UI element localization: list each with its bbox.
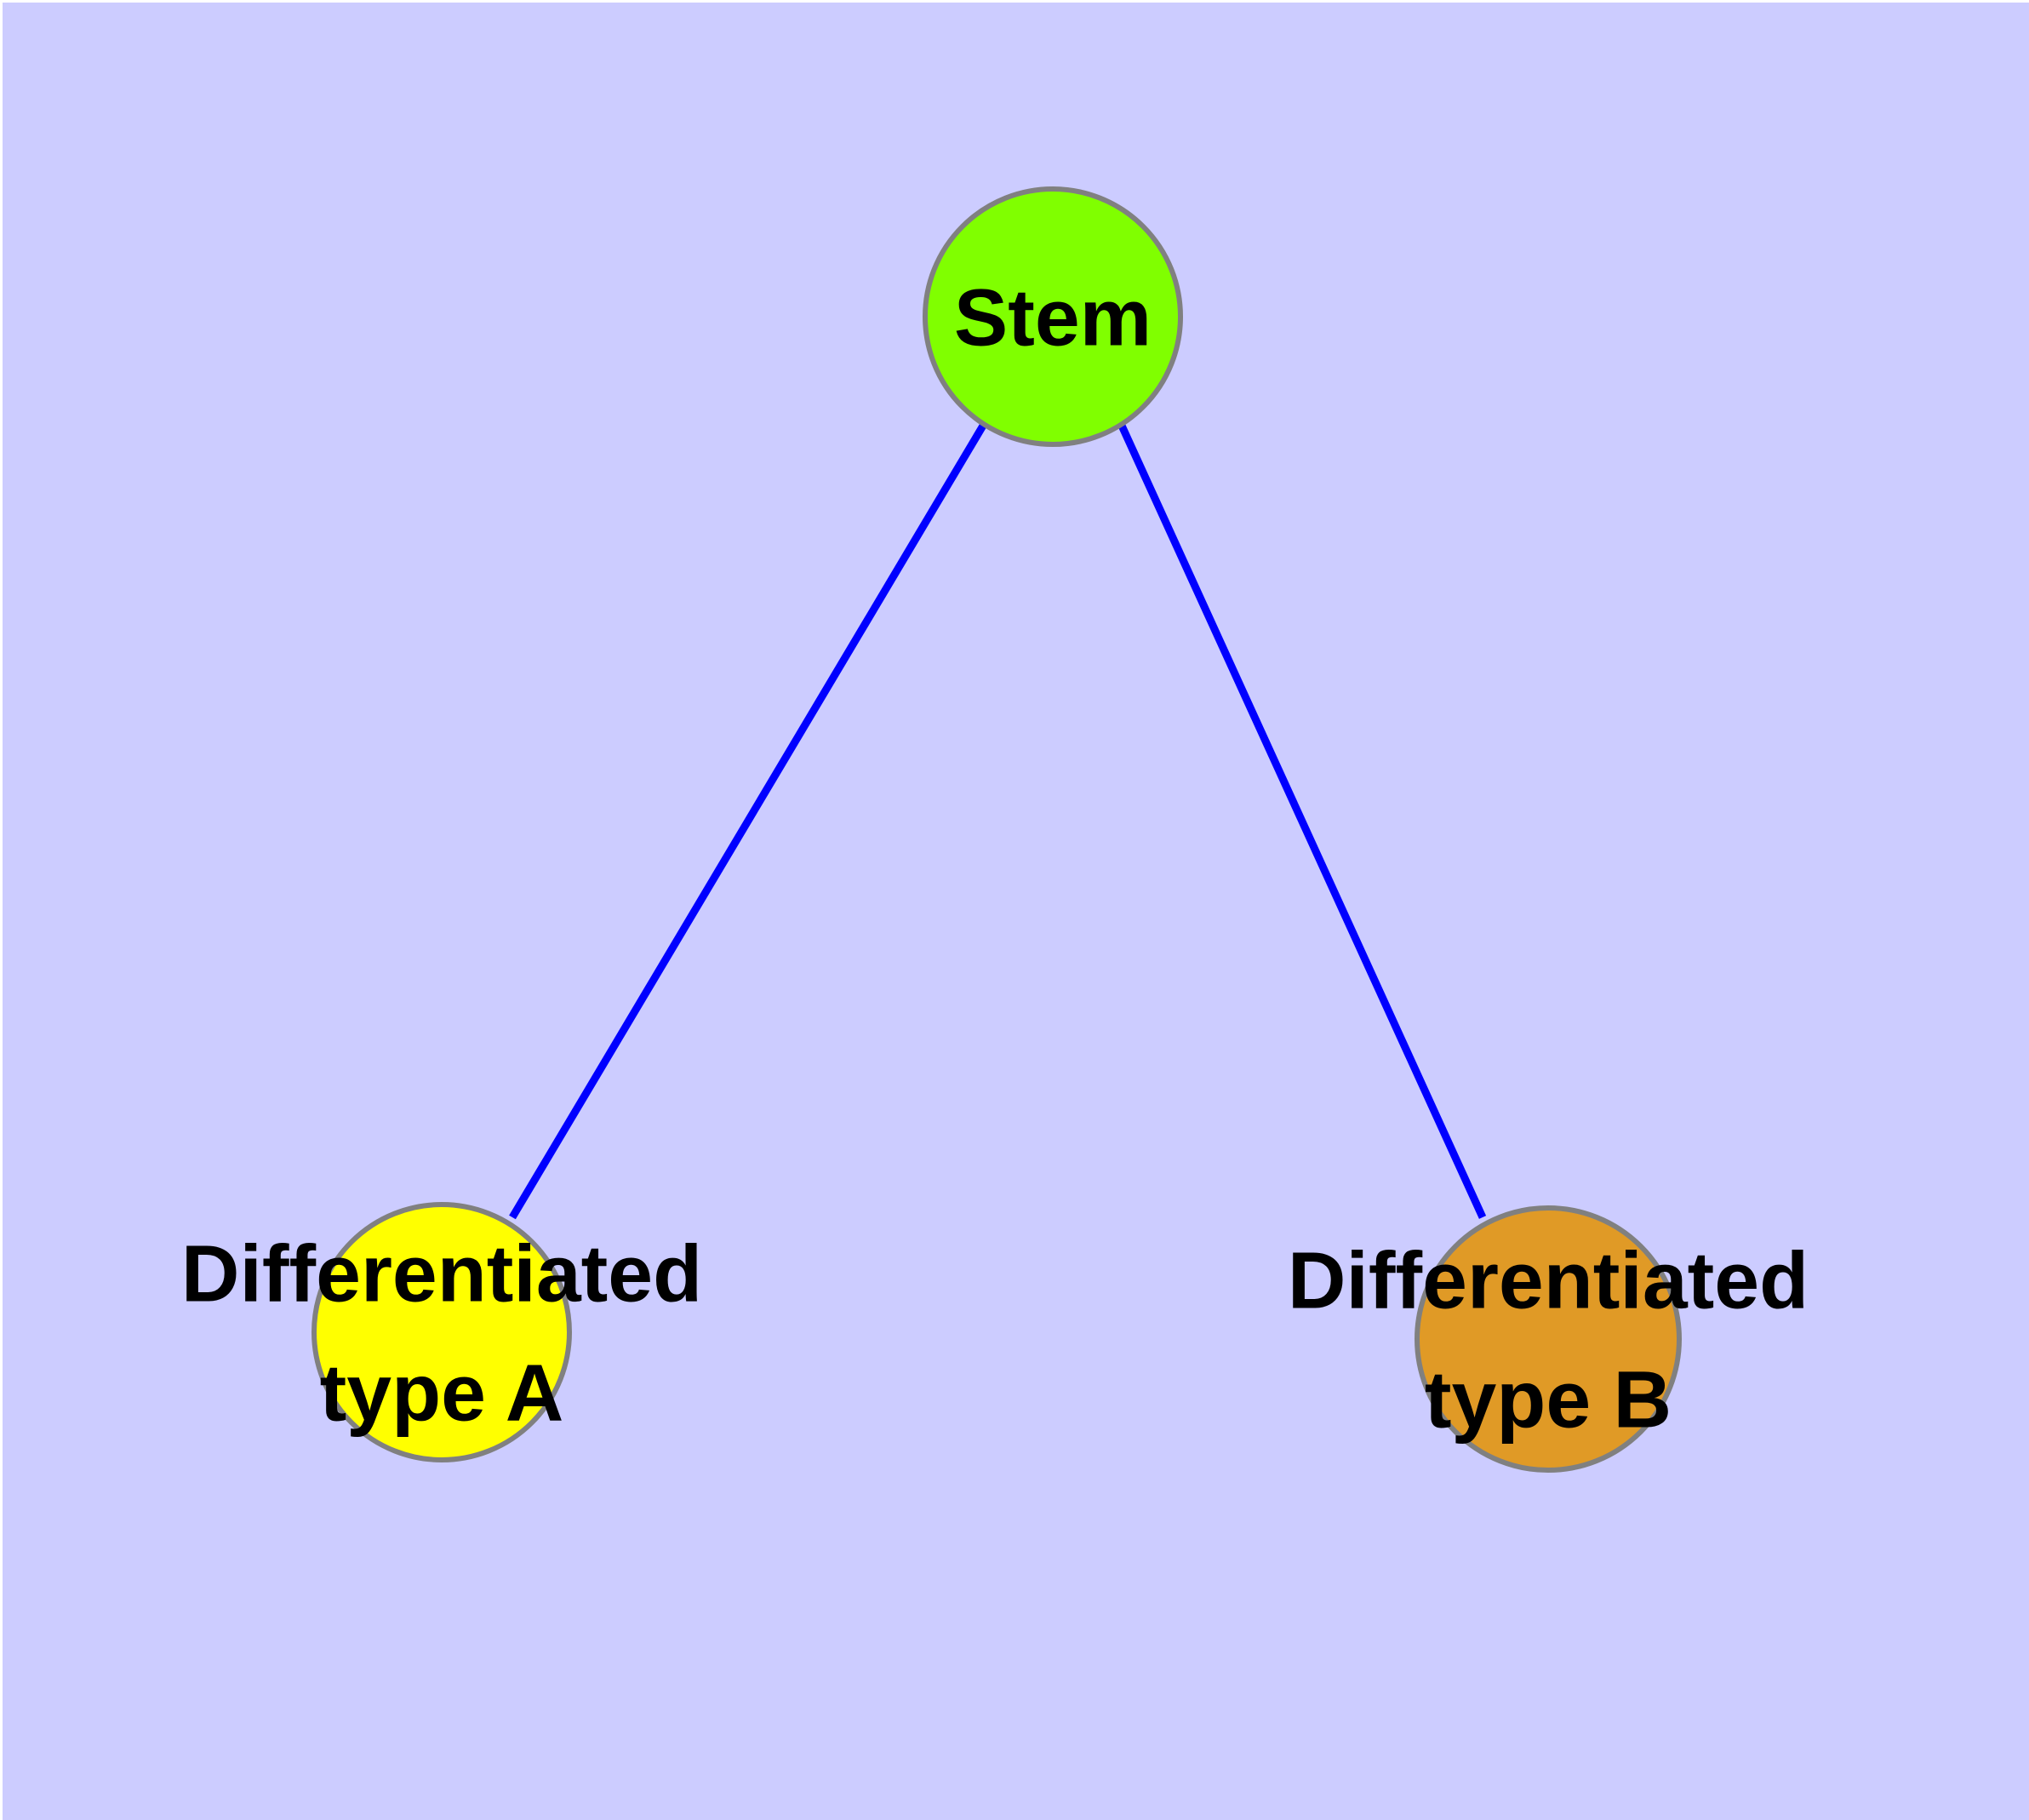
node-label-line: Differentiated [1288,1235,1809,1325]
node-differentiated-type-b[interactable] [1415,1205,1682,1473]
node-layer [311,186,1682,1473]
edge-layer [509,423,1487,1220]
node-circle-differentiated-type-a[interactable] [311,1202,572,1462]
edge-stem-to-differentiated-type-a[interactable] [509,423,986,1220]
node-label-line: Differentiated [181,1228,702,1319]
node-label-line: type B [1425,1354,1672,1445]
node-label-line: Stem [954,272,1152,363]
node-label-stem: Stem [954,272,1152,363]
node-differentiated-type-a[interactable] [311,1202,572,1462]
node-label-differentiated-type-a: Differentiated type A [181,1228,702,1438]
edge-stem-to-differentiated-type-b[interactable] [1117,424,1487,1219]
node-circle-stem[interactable] [923,186,1183,447]
node-label-differentiated-type-b: Differentiated type B [1288,1235,1809,1445]
node-stem[interactable] [923,186,1183,447]
node-circle-differentiated-type-b[interactable] [1415,1205,1682,1473]
node-label-line: type A [320,1348,564,1438]
label-layer: Stem Differentiated type A Differentiated… [181,272,1809,1445]
